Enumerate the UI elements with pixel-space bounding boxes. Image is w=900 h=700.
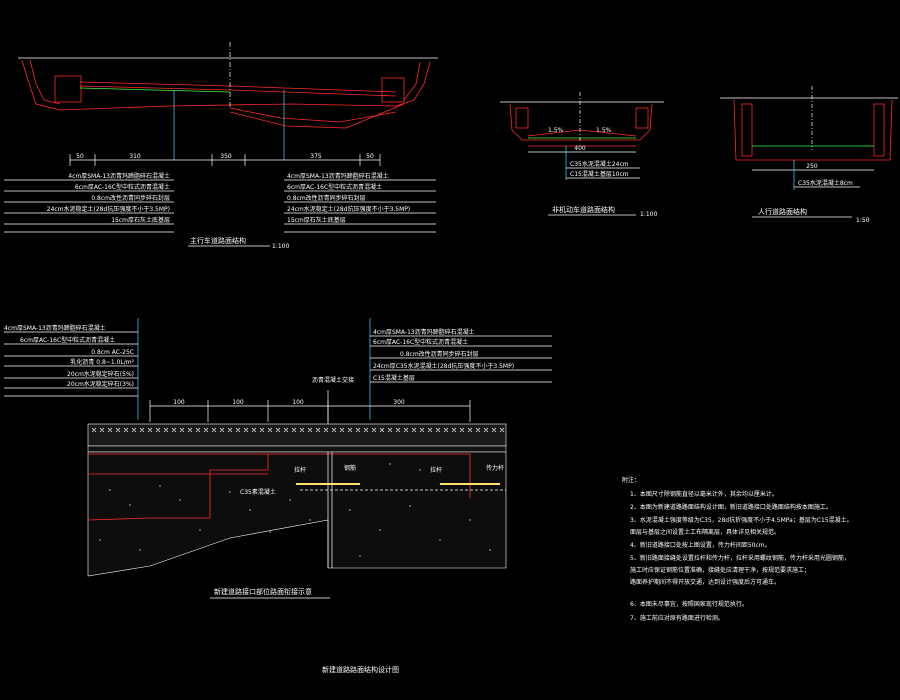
detail-left-layer-4: 乳化沥青 0.8~1.0L/m² bbox=[70, 358, 134, 366]
note-1: 1、本图尺寸除钢筋直径以毫米计外，其余均以厘米计。 bbox=[630, 490, 778, 498]
main-left-layer-5: 15cm厚石灰土底基层 bbox=[111, 216, 170, 224]
main-right-layer-3: 0.8cm改性沥青同步碎石封层 bbox=[287, 194, 366, 202]
aggregate-speckles bbox=[99, 463, 491, 557]
asphalt-surface-layer bbox=[87, 423, 507, 447]
note-4: 4、新旧道路接口处按上图设置，传力杆间距50cm。 bbox=[630, 541, 771, 549]
bike-slope-left: 1.5% bbox=[548, 127, 564, 134]
main-left-layer-1: 4cm厚SMA-13沥青玛蹄脂碎石混凝土 bbox=[68, 172, 170, 180]
detail-right-layer-5: C15混凝土基层 bbox=[373, 374, 415, 382]
detail-dim-3: 100 bbox=[292, 399, 304, 406]
note-5b: 施工时应保证钢筋位置准确，接缝处应清理干净，按规范要求施工； bbox=[630, 566, 810, 574]
walk-dim: 250 bbox=[806, 163, 818, 170]
main-right-layer-5: 15cm厚石灰土底基层 bbox=[287, 216, 346, 224]
main-road-section: 50 310 350 375 50 4cm厚SMA-13沥青玛蹄脂碎石混凝土 6… bbox=[4, 42, 438, 250]
detail-left-layer-5: 20cm水泥稳定碎石(5%) bbox=[67, 370, 134, 378]
detail-dowel-left-label: 拉杆 bbox=[294, 466, 306, 474]
notes-block: 附注： 1、本图尺寸除钢筋直径以毫米计外，其余均以厘米计。 2、本图为新建道路路… bbox=[622, 476, 853, 622]
drawing-title: 新建道路路面结构设计图 bbox=[322, 665, 399, 674]
main-dim-5: 50 bbox=[366, 153, 374, 160]
detail-left-layer-2: 6cm厚AC-16C型中粒式沥青混凝土 bbox=[20, 336, 115, 344]
bike-layer-1: C35水泥混凝土24cm bbox=[570, 160, 629, 168]
main-right-layer-1: 4cm厚SMA-13沥青玛蹄脂碎石混凝土 bbox=[287, 172, 389, 180]
detail-title: 新建道路接口部位路面衔接示意 bbox=[214, 587, 312, 596]
detail-right-layer-1: 4cm厚SMA-13沥青玛蹄脂碎石混凝土 bbox=[373, 328, 475, 336]
bike-layer-2: C15混凝土基层10cm bbox=[570, 170, 629, 178]
detail-tie-label: 传力杆 bbox=[486, 464, 504, 472]
main-section-title: 主行车道路面结构 bbox=[190, 236, 246, 245]
detail-right-layer-4: 24cm厚C35水泥混凝土(28d抗压强度不小于3.5MP) bbox=[373, 362, 514, 370]
detail-seal-label: 钢筋 bbox=[344, 464, 356, 472]
detail-right-layer-3: 0.8cm改性沥青同步碎石封层 bbox=[400, 350, 479, 358]
walk-section-title: 人行道路面结构 bbox=[758, 207, 807, 216]
walk-section-scale: 1:50 bbox=[856, 217, 870, 224]
detail-left-layer-1: 4cm厚SMA-13沥青玛蹄脂碎石混凝土 bbox=[4, 324, 106, 332]
bike-lane-section: 1.5% 1.5% 400 C35水泥混凝土24cm C15混凝土基层10cm … bbox=[500, 92, 664, 218]
note-3: 3、水泥混凝土强度等级为C35，28d抗折强度不小于4.5MPa；基层为C15混… bbox=[630, 516, 853, 524]
detail-left-layer-3: 0.8cm AC-25C bbox=[91, 349, 134, 356]
note-7: 7、施工前应对原有路面进行检测。 bbox=[630, 614, 724, 622]
detail-dowel-right-label: 拉杆 bbox=[430, 466, 442, 474]
note-5: 5、新旧路面接缝处设置拉杆和传力杆，拉杆采用螺纹钢筋，传力杆采用光圆钢筋， bbox=[630, 554, 850, 562]
detail-right-layer-2: 6cm厚AC-16C型中粒式沥青混凝土 bbox=[373, 338, 468, 346]
main-dim-2: 310 bbox=[129, 153, 141, 160]
main-left-layer-2: 6cm厚AC-16C型中粒式沥青混凝土 bbox=[75, 183, 170, 191]
note-2: 2、本图为新建道路路面结构设计图，新旧道路接口处路面结构按本图施工。 bbox=[630, 503, 832, 511]
main-right-layer-2: 6cm厚AC-16C型中粒式沥青混凝土 bbox=[287, 183, 382, 191]
detail-fill-label: C35素混凝土 bbox=[240, 488, 276, 496]
main-left-layer-3: 0.8cm改性沥青同步碎石封层 bbox=[91, 194, 170, 202]
main-dim-4: 375 bbox=[310, 153, 322, 160]
bike-slope-right: 1.5% bbox=[596, 127, 612, 134]
detail-dim-1: 100 bbox=[173, 399, 185, 406]
detail-dim-2: 100 bbox=[232, 399, 244, 406]
bike-section-title: 非机动车道路面结构 bbox=[552, 205, 615, 214]
main-right-layer-4: 24cm水泥稳定土(28d抗压强度不小于3.5MP) bbox=[287, 205, 410, 213]
walk-layer-1: C35水泥混凝土8cm bbox=[798, 179, 853, 187]
bike-dim: 400 bbox=[574, 145, 586, 152]
main-dim-1: 50 bbox=[76, 153, 84, 160]
joint-detail-section: 4cm厚SMA-13沥青玛蹄脂碎石混凝土 6cm厚AC-16C型中粒式沥青混凝土… bbox=[4, 318, 552, 674]
main-dim-3: 350 bbox=[220, 153, 232, 160]
notes-heading: 附注： bbox=[622, 476, 640, 484]
note-5c: 路面养护期间不得开放交通，达到设计强度后方可通车。 bbox=[630, 578, 780, 586]
asphalt-lower-layer bbox=[87, 445, 507, 453]
sidewalk-section: 250 C35水泥混凝土8cm 人行道路面结构 1:50 bbox=[720, 86, 898, 224]
detail-dim-4: 300 bbox=[393, 399, 405, 406]
main-section-scale: 1:100 bbox=[272, 243, 289, 250]
detail-joint-label: 沥青混凝土交接 bbox=[312, 376, 354, 384]
detail-left-layer-6: 20cm水泥稳定碎石(3%) bbox=[67, 380, 134, 388]
note-3b: 面层与基层之间设置土工布隔离层，具体详见相关规范。 bbox=[630, 528, 780, 536]
bike-section-scale: 1:100 bbox=[640, 211, 657, 218]
note-6: 6、本图未尽事宜，按照国家现行规范执行。 bbox=[630, 600, 748, 608]
main-left-layer-4: 24cm水泥稳定土(28d抗压强度不小于3.5MP) bbox=[47, 205, 170, 213]
